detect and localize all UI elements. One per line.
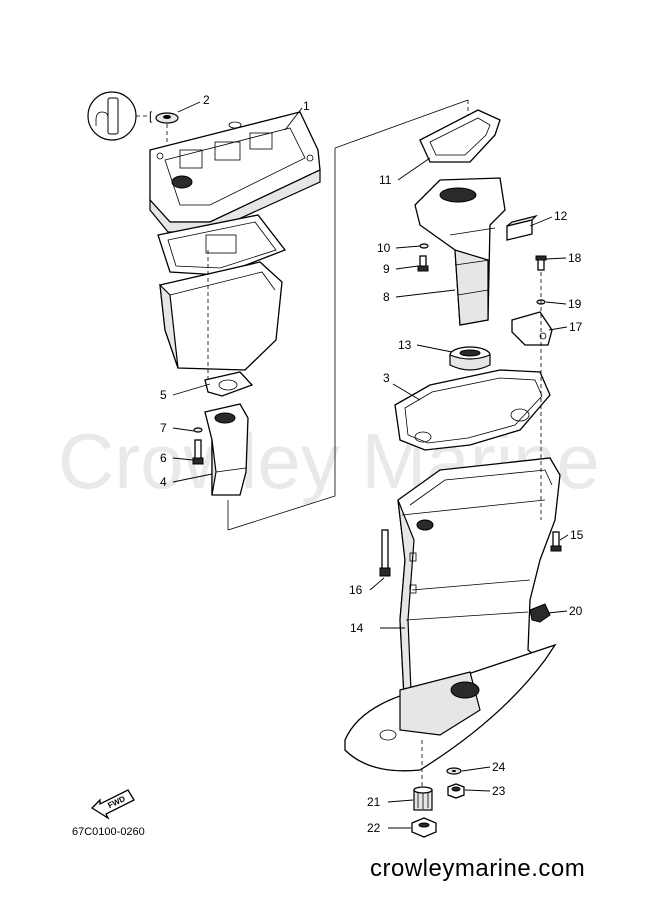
part-16-bolt (379, 529, 391, 577)
callout-18: 18 (568, 251, 582, 265)
part-21-grommet (413, 786, 433, 811)
legend-bracket: [ (149, 109, 153, 123)
part-6-bolt (192, 439, 204, 465)
part-7-washer (193, 427, 203, 433)
part-14-lower-casing (397, 457, 561, 716)
part-13-seal-ring (449, 346, 491, 371)
part-5-gasket (204, 371, 254, 397)
callout-14: 14 (350, 621, 364, 635)
part-23-bolt (447, 783, 465, 799)
part-18-bolt (535, 255, 547, 271)
callout-2: 2 (203, 93, 210, 107)
leader-lines (172, 101, 569, 829)
callout-20: 20 (569, 604, 583, 618)
part-17-plate (511, 311, 553, 346)
callout-1: 1 (303, 99, 310, 113)
part-2-washer (155, 112, 179, 176)
callout-10: 10 (377, 241, 391, 255)
part-8-exhaust-manifold (414, 177, 506, 326)
part-24-washer (446, 767, 462, 775)
part-22-nut (411, 817, 437, 838)
callout-13: 13 (398, 338, 412, 352)
callout-19: 19 (568, 297, 582, 311)
callout-22: 22 (367, 821, 381, 835)
callout-labels: 1 2 3 4 5 6 7 8 9 10 11 12 13 14 15 16 1… (160, 93, 584, 835)
callout-12: 12 (554, 209, 568, 223)
part-10-washer (419, 243, 429, 249)
diagram-part-code: 67C0100-0260 (72, 826, 145, 838)
callout-23: 23 (492, 784, 506, 798)
part-4-exhaust-guide (204, 403, 249, 496)
callout-5: 5 (160, 388, 167, 402)
upper-gasket (157, 214, 287, 276)
site-url-text: crowleymarine.com (370, 855, 586, 882)
callout-24: 24 (492, 760, 506, 774)
callout-21: 21 (367, 795, 381, 809)
callout-8: 8 (383, 290, 390, 304)
part-9-bolt (417, 255, 429, 272)
fwd-arrow-icon: FWD (90, 789, 135, 820)
part-3-gasket (394, 369, 551, 451)
callout-7: 7 (160, 421, 167, 435)
part-15-bolt (550, 531, 562, 552)
callout-3: 3 (383, 371, 390, 385)
cavitation-plate (344, 643, 557, 790)
callout-9: 9 (383, 262, 390, 276)
callout-16: 16 (349, 583, 363, 597)
part-12-seal (506, 214, 538, 241)
part-1-upper-plate (149, 111, 321, 233)
part-11-gasket (419, 109, 501, 163)
callout-6: 6 (160, 451, 167, 465)
callout-17: 17 (569, 320, 583, 334)
clip-legend-icon (87, 91, 148, 141)
callout-15: 15 (570, 528, 584, 542)
callout-11: 11 (379, 173, 392, 187)
callout-4: 4 (160, 475, 167, 489)
oil-pan-body (159, 250, 283, 380)
part-20-anode (529, 603, 551, 623)
